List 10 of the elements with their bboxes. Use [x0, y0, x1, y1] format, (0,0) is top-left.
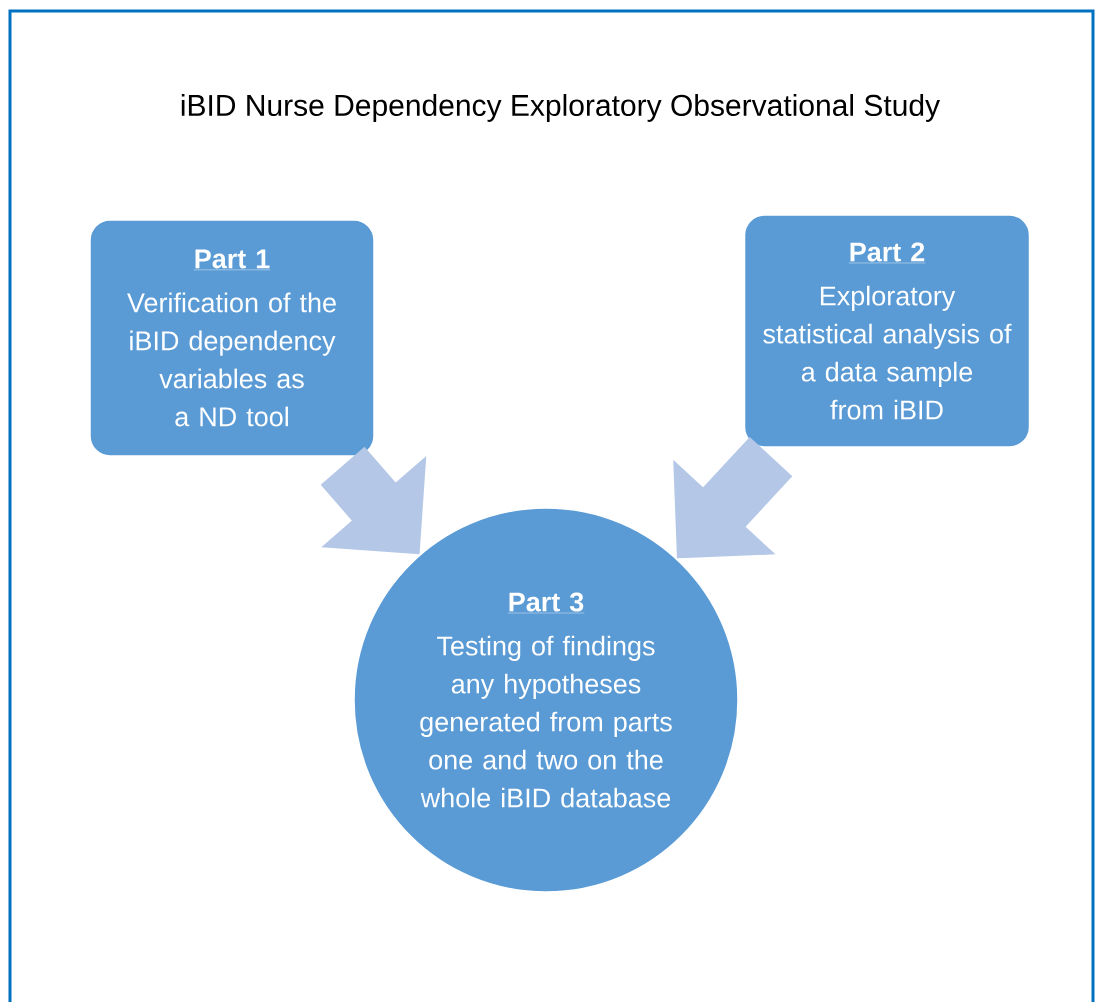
part-heading: Part 1 — [193, 249, 271, 270]
step-box — [743, 214, 1031, 448]
part-heading: Part 3 — [507, 592, 585, 614]
step-box — [89, 219, 375, 457]
description-text: Exploratory statistical analysis of a data sample from iBID — [763, 285, 1012, 420]
part-heading: Part 2 — [848, 242, 926, 264]
description-text: Verification of the iBID dependency variables as a ND tool — [127, 292, 336, 427]
description-text: Testing of findings any hypotheses generated from parts one and two on the whole iBID database — [420, 635, 672, 808]
title: iBID Nurse Dependency Exploratory Observational Study — [181, 94, 940, 122]
step-circle — [353, 507, 739, 893]
